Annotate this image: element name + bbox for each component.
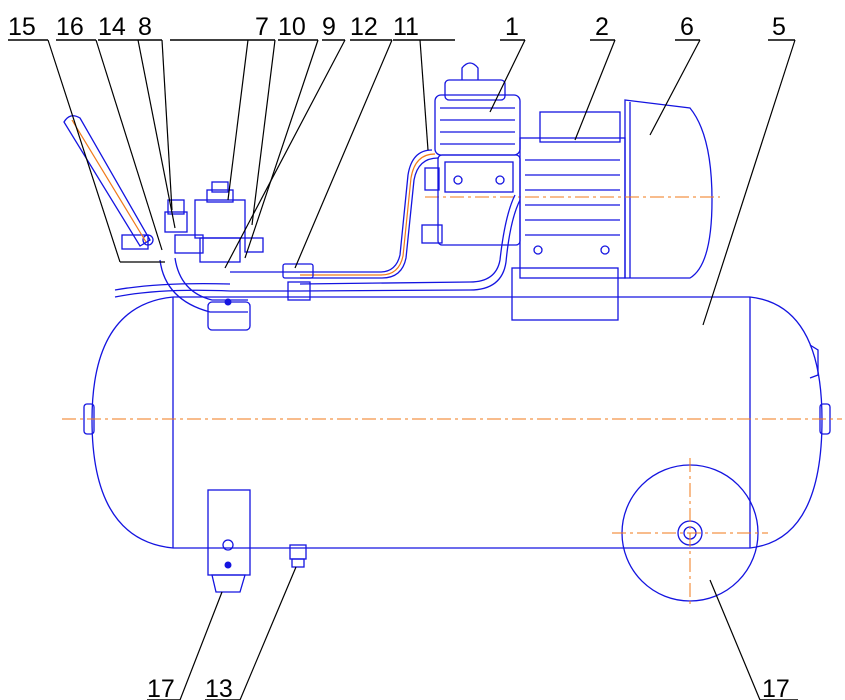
wheel — [612, 458, 768, 608]
callout-8: 8 — [138, 13, 152, 41]
electric-motor — [511, 99, 713, 321]
callouts-top: 15 16 14 8 7 10 9 12 11 1 2 6 5 — [8, 13, 795, 41]
callouts-bottom: 17 13 17 — [147, 566, 798, 700]
callout-13: 13 — [205, 675, 233, 700]
callout-5: 5 — [772, 13, 786, 41]
discharge-pipe — [114, 149, 521, 301]
handle — [63, 115, 151, 247]
callout-16: 16 — [56, 13, 84, 41]
callout-9: 9 — [322, 13, 336, 41]
compressor-head — [421, 62, 521, 246]
callout-6: 6 — [680, 13, 694, 41]
callout-1: 1 — [505, 13, 519, 41]
callout-15: 15 — [8, 13, 36, 41]
callout-14: 14 — [98, 13, 126, 41]
drain-valve — [289, 544, 307, 568]
callout-7: 7 — [255, 13, 269, 41]
callout-17-right: 17 — [762, 675, 790, 700]
callout-12: 12 — [350, 13, 378, 41]
drain-foot — [207, 489, 251, 593]
callout-17-left: 17 — [147, 675, 175, 700]
receiver-tank — [83, 296, 831, 549]
leader-lines — [47, 39, 796, 326]
callout-2: 2 — [595, 13, 609, 41]
pressure-switch — [121, 181, 264, 263]
check-valve — [159, 257, 251, 331]
callout-11: 11 — [393, 13, 419, 41]
callout-10: 10 — [278, 13, 306, 41]
